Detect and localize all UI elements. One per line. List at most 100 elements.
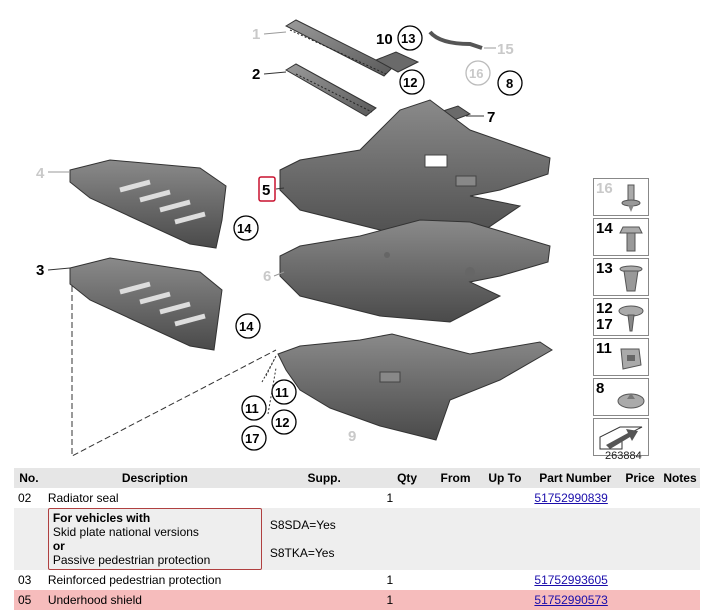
cell-notes [659, 570, 700, 590]
parts-diagram: 1 2 10 13 12 15 16 8 7 5 6 9 [36, 19, 553, 457]
cell-qty: 1 [382, 570, 432, 590]
fastener-label: 12 [596, 300, 613, 317]
cell-no: 05 [14, 590, 44, 610]
cell-up-to [479, 590, 531, 610]
fastener-label: 16 [596, 180, 613, 197]
cell-supp [265, 590, 383, 610]
cell-part-number: 51752990573 [530, 590, 621, 610]
push-rivet-icon [621, 184, 641, 212]
cell-qty: 1 [382, 488, 432, 508]
fastener-11[interactable]: 11 [593, 338, 649, 376]
flange-screw-icon [618, 305, 644, 332]
hex-bolt-icon [619, 226, 643, 252]
fastener-label: 11 [596, 340, 612, 357]
part-number-link[interactable]: 51752990573 [534, 593, 608, 607]
fastener-13[interactable]: 13 [593, 258, 649, 296]
fastener-14[interactable]: 14 [593, 218, 649, 256]
fastener-label-secondary: 17 [596, 316, 613, 333]
part-shield-variant-9[interactable] [277, 333, 553, 441]
note-heading: For vehicles with [52, 511, 151, 525]
callout-17: 17 [245, 431, 259, 446]
table-row[interactable]: 02 Radiator seal 1 51752990839 [14, 488, 700, 508]
callout-8: 8 [506, 76, 513, 91]
cell-from [431, 488, 480, 508]
note-line: Passive pedestrian protection [52, 553, 211, 567]
fastener-label: 8 [596, 380, 605, 397]
fastener-legend: 16 14 13 12 17 11 8 [593, 178, 649, 458]
table-row-note: For vehicles with Skid plate national ve… [14, 508, 700, 570]
note-line: Skid plate national versions [52, 525, 199, 539]
cell-part-number: 51752993605 [530, 570, 621, 590]
applicability-note: For vehicles with Skid plate national ve… [47, 508, 262, 570]
callout-5: 5 [262, 182, 270, 199]
cell-notes [659, 488, 700, 508]
diagram-id: 263884 [605, 450, 642, 462]
cell-up-to [479, 570, 531, 590]
cell-up-to [479, 488, 531, 508]
callout-1: 1 [252, 26, 260, 43]
cell-description: Underhood shield [43, 590, 266, 610]
callout-6: 6 [263, 268, 271, 285]
part-skid-plate-4[interactable] [69, 159, 227, 249]
callout-15: 15 [497, 41, 514, 58]
cell-part-number: 51752990839 [530, 488, 621, 508]
cell-description: Radiator seal [43, 488, 266, 508]
cell-price [620, 590, 660, 610]
cell-from [431, 590, 480, 610]
fastener-direction[interactable] [593, 418, 649, 456]
col-supp: Supp. [265, 468, 383, 488]
cell-codes: S8SDA=Yes S8TKA=Yes [265, 508, 383, 570]
cell-no: 03 [14, 570, 44, 590]
col-description: Description [43, 468, 266, 488]
cell-supp [265, 488, 383, 508]
table-header-row: No. Description Supp. Qty From Up To Par… [14, 468, 700, 488]
part-number-link[interactable]: 51752990839 [534, 491, 608, 505]
callout-16: 16 [469, 66, 483, 81]
callout-12-bottom: 12 [275, 415, 289, 430]
cell-price [620, 570, 660, 590]
clip-nut-icon [620, 348, 642, 370]
col-from: From [431, 468, 480, 488]
col-qty: Qty [382, 468, 432, 488]
callout-2: 2 [252, 66, 260, 83]
col-notes: Notes [659, 468, 700, 488]
option-code: S8SDA=Yes [269, 518, 336, 532]
parts-table: No. Description Supp. Qty From Up To Par… [14, 468, 700, 610]
col-price: Price [620, 468, 660, 488]
cell-qty: 1 [382, 590, 432, 610]
fastener-8[interactable]: 8 [593, 378, 649, 416]
callout-11-left: 11 [245, 401, 259, 416]
callout-11-right: 11 [275, 385, 289, 400]
cell-supp [265, 570, 383, 590]
callout-14-upper: 14 [237, 221, 252, 236]
fastener-label: 13 [596, 260, 613, 277]
clamp-icon [617, 393, 645, 409]
part-shield-variant-6[interactable] [279, 219, 551, 323]
callout-9: 9 [348, 428, 356, 445]
callout-3: 3 [36, 262, 44, 279]
callout-14-lower: 14 [239, 319, 254, 334]
part-radiator-seal-lower[interactable] [285, 63, 377, 117]
cell-description: Reinforced pedestrian protection [43, 570, 266, 590]
table-row[interactable]: 03 Reinforced pedestrian protection 1 51… [14, 570, 700, 590]
fastener-label: 14 [596, 220, 613, 237]
arrow-right-icon [599, 426, 643, 450]
callout-4: 4 [36, 165, 45, 182]
cell-no: 02 [14, 488, 44, 508]
col-part-number: Part Number [530, 468, 621, 488]
note-or: or [52, 539, 65, 553]
callout-5-highlight [258, 176, 276, 202]
part-skid-plate-3[interactable] [69, 257, 223, 351]
option-code: S8TKA=Yes [269, 546, 335, 560]
part-bracket[interactable] [374, 51, 420, 73]
callout-13: 13 [401, 31, 415, 46]
fastener-16[interactable]: 16 [593, 178, 649, 216]
cell-price [620, 488, 660, 508]
part-underhood-shield[interactable] [279, 99, 551, 251]
cell-notes [659, 590, 700, 610]
table-row-selected[interactable]: 05 Underhood shield 1 51752990573 [14, 590, 700, 610]
callout-7: 7 [487, 109, 495, 126]
part-number-link[interactable]: 51752993605 [534, 573, 608, 587]
col-no: No. [14, 468, 44, 488]
fastener-12-17[interactable]: 12 17 [593, 298, 649, 336]
